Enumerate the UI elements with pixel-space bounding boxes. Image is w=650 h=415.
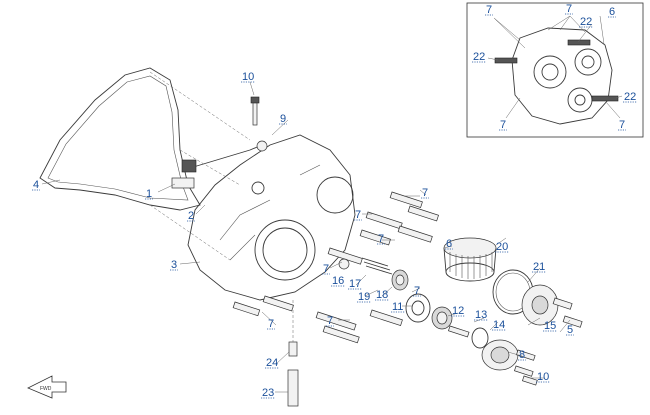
forward-arrow-icon: FWD	[27, 375, 67, 399]
callout-7-e: 7	[414, 285, 420, 297]
callout-2: 2	[188, 210, 194, 222]
callout-24: 24	[266, 357, 278, 369]
callout-4: 4	[33, 179, 39, 191]
cover-gasket	[39, 67, 201, 211]
callout-10-top: 10	[242, 71, 254, 83]
callout-18: 18	[376, 289, 388, 301]
callout-23: 23	[262, 387, 274, 399]
filter-cover	[521, 284, 583, 328]
callout-7-d: 7	[323, 263, 329, 275]
callout-8: 8	[519, 349, 525, 361]
inset-callout-7-d: 7	[619, 119, 625, 131]
callout-labels: 1 2 3 4 5 6 7 7 7 7 7 7 7 8 9 10 10 11 1…	[33, 71, 573, 399]
inset-callout-22-a: 22	[580, 16, 592, 28]
inset-view	[466, 2, 644, 138]
inset-callout-7-c: 7	[500, 119, 506, 131]
svg-text:FWD: FWD	[40, 386, 52, 392]
callout-5: 5	[567, 324, 573, 336]
callout-9: 9	[280, 113, 286, 125]
callout-7-g: 7	[327, 315, 333, 327]
callout-15: 15	[544, 320, 556, 332]
callout-21: 21	[533, 261, 545, 273]
callout-20: 20	[496, 241, 508, 253]
callout-12: 12	[452, 305, 464, 317]
callout-10-bottom: 10	[537, 371, 549, 383]
callout-7-a: 7	[422, 187, 428, 199]
callout-13: 13	[475, 309, 487, 321]
inset-callout-22-b: 22	[473, 51, 485, 63]
callout-16: 16	[332, 275, 344, 287]
shaft-parts	[338, 257, 409, 291]
bolt-group-upper	[327, 191, 439, 265]
callout-17: 17	[349, 278, 361, 290]
callout-14: 14	[493, 319, 505, 331]
oil-filter	[443, 237, 497, 282]
inset-callout-22-c: 22	[624, 91, 636, 103]
callout-1: 1	[146, 188, 152, 200]
inset-callout-6: 6	[609, 6, 615, 18]
callout-11: 11	[392, 301, 403, 313]
pump-cover	[481, 339, 538, 386]
callout-19: 19	[358, 291, 370, 303]
callout-6: 6	[446, 238, 452, 250]
bolt-group-lower	[232, 295, 403, 344]
callout-3: 3	[171, 259, 177, 271]
inset-callout-7-b: 7	[566, 3, 572, 15]
inset-callout-7-a: 7	[486, 4, 492, 16]
callout-7-c: 7	[378, 233, 384, 245]
crankcase-cover	[187, 134, 356, 301]
callout-7-b: 7	[355, 209, 361, 221]
callout-7-f: 7	[268, 318, 274, 330]
